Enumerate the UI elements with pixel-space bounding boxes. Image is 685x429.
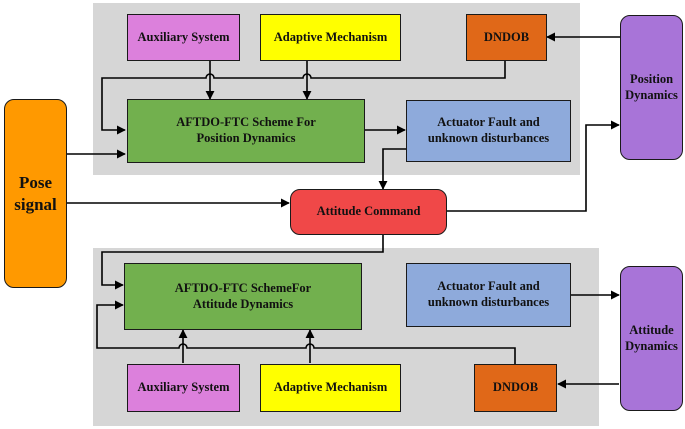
attitude-command-block: Attitude Command [290,189,447,235]
adaptive-mechanism-block-bottom: Adaptive Mechanism [260,364,401,412]
actuator-fault-block-bottom: Actuator Fault and unknown disturbances [406,263,571,327]
auxiliary-system-block-top: Auxiliary System [127,14,240,61]
adaptive-mechanism-block-top: Adaptive Mechanism [260,14,401,61]
pose-signal-block: Pose signal [4,99,67,288]
dndob-block-top: DNDOB [466,14,547,61]
auxiliary-system-block-bottom: Auxiliary System [127,364,240,412]
aftdo-ftc-attitude-block: AFTDO-FTC SchemeFor Attitude Dynamics [124,263,362,330]
attitude-dynamics-block: Attitude Dynamics [620,266,683,411]
aftdo-ftc-position-block: AFTDO-FTC Scheme For Position Dynamics [127,99,365,163]
actuator-fault-block-top: Actuator Fault and unknown disturbances [406,100,571,162]
dndob-block-bottom: DNDOB [474,364,557,412]
position-dynamics-block: Position Dynamics [620,15,683,160]
